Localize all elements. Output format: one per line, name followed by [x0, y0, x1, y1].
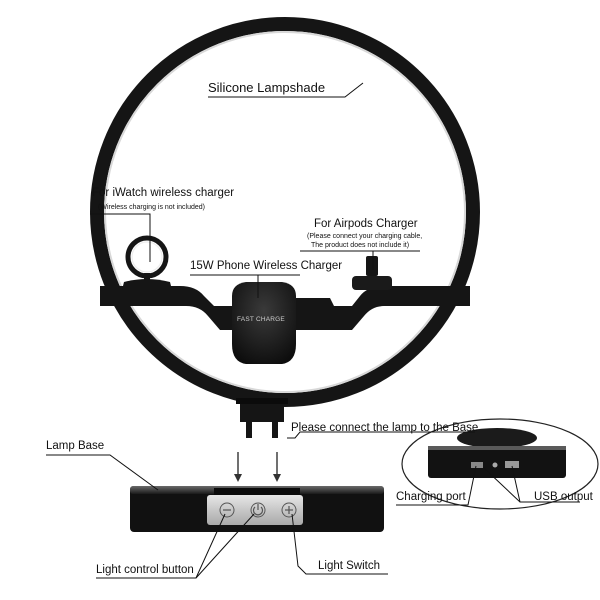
phone-charger-pad — [232, 282, 296, 364]
airpods-charger-note: (Please connect your charging cable, The… — [307, 232, 422, 250]
charging-port-label: Charging port — [396, 491, 466, 503]
usb-output-label: USB output — [534, 491, 593, 503]
insert-arrows — [234, 452, 281, 482]
leader-lines — [46, 82, 580, 579]
iwatch-charger-note: (Wireless charging is not included) — [98, 204, 205, 211]
rear-view-inset — [401, 418, 599, 510]
iwatch-charger-label: For iWatch wireless charger — [92, 187, 235, 199]
lamp-connector — [236, 398, 288, 438]
lampshade-label: Silicone Lampshade — [208, 80, 326, 95]
phone-charger-label: 15W Phone Wireless Charger — [190, 260, 343, 272]
airpods-note-line-2: The product does not include it) — [311, 242, 410, 249]
connect-lamp-label: Please connect the lamp to the Base — [291, 422, 479, 434]
light-switch-label: Light Switch — [318, 560, 381, 572]
airpods-charger — [352, 256, 392, 290]
airpods-charger-label: For Airpods Charger — [314, 218, 418, 230]
iwatch-charger — [122, 235, 172, 290]
fast-charge-print: FAST CHARGE — [237, 316, 285, 323]
airpods-note-line-1: (Please connect your charging cable, — [307, 233, 423, 240]
lamp-base — [130, 486, 384, 532]
light-control-button-label: Light control button — [96, 564, 194, 576]
lamp-base-label: Lamp Base — [46, 440, 105, 452]
